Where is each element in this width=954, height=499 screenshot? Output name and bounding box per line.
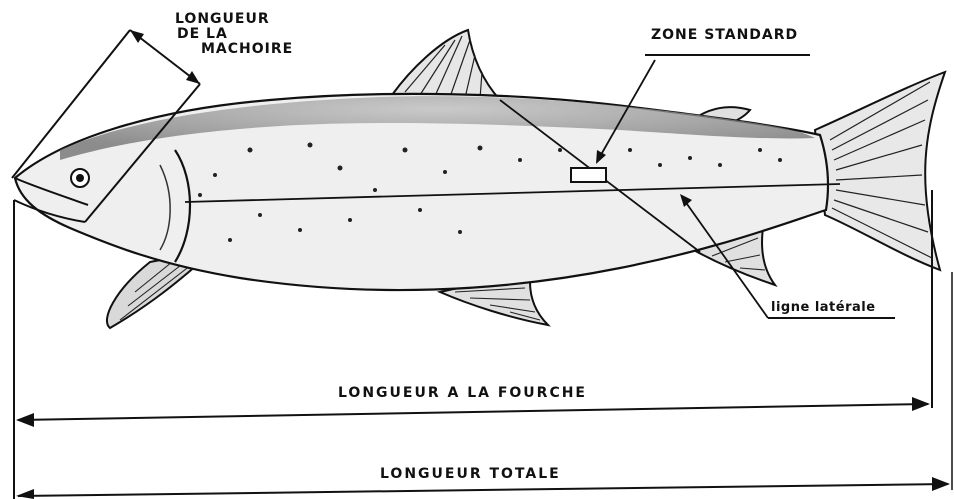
fork-length-label: LONGUEUR A LA FOURCHE bbox=[338, 386, 587, 401]
fork-length-arrow bbox=[18, 404, 928, 420]
fork-arrowhead-right bbox=[912, 397, 930, 411]
standard-zone-box bbox=[571, 168, 606, 182]
total-length-arrow bbox=[18, 484, 948, 496]
total-arrowhead-left bbox=[16, 489, 34, 499]
jaw-label-line3: MACHOIRE bbox=[175, 42, 293, 57]
total-length-label: LONGUEUR TOTALE bbox=[380, 467, 561, 482]
jaw-length-label: LONGUEUR DE LA MACHOIRE bbox=[175, 12, 293, 57]
jaw-label-line1: LONGUEUR bbox=[175, 12, 293, 27]
zone-standard-label: ZONE STANDARD bbox=[651, 28, 798, 43]
fork-arrowhead-left bbox=[16, 413, 34, 427]
jaw-arrowhead-bottom bbox=[186, 71, 200, 84]
jaw-arrowhead-top bbox=[130, 30, 144, 43]
jaw-label-line2: DE LA bbox=[175, 27, 293, 42]
dorsal-fin bbox=[392, 30, 500, 100]
fish-pupil bbox=[76, 174, 84, 182]
lateral-line-label: ligne latérale bbox=[771, 300, 876, 315]
total-arrowhead-right bbox=[932, 477, 950, 491]
